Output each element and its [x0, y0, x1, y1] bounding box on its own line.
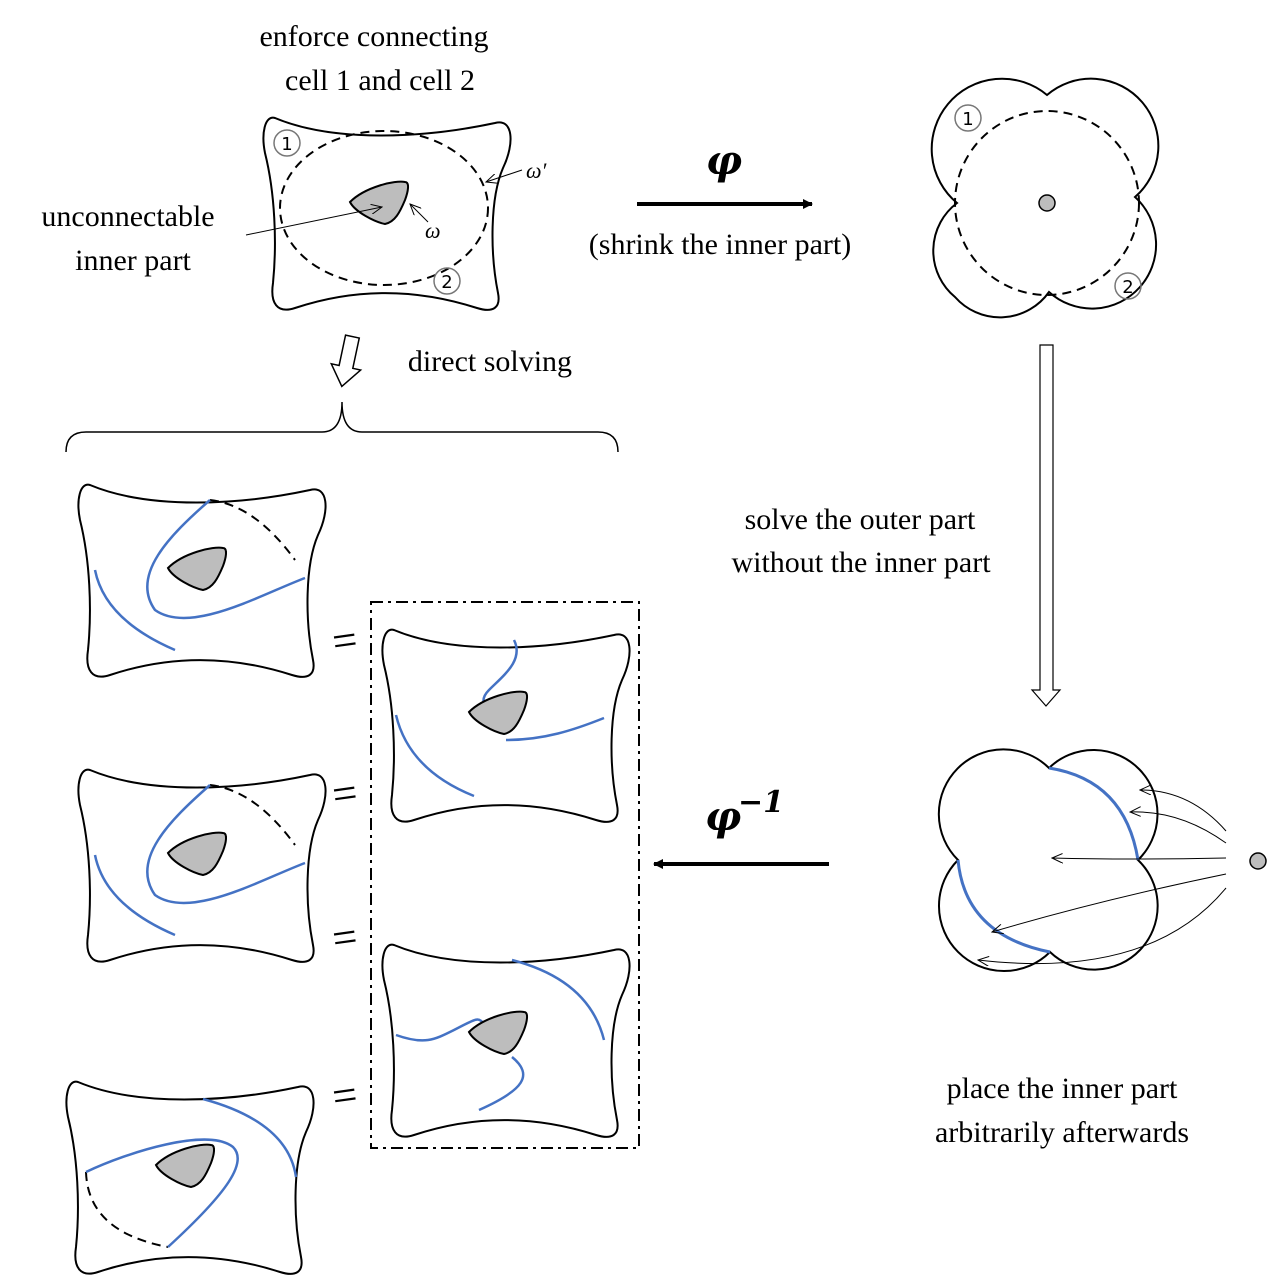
- placement-arrow-1: [1140, 790, 1227, 832]
- cell1-marker-icon: [273, 129, 301, 157]
- placement-arrow-5: [978, 887, 1227, 964]
- equals-sign-2: =: [329, 768, 360, 820]
- top-title-line1: enforce connecting: [259, 20, 488, 53]
- direct-solving-step: direct solving: [65, 334, 619, 453]
- top-left-panel: enforce connecting cell 1 and cell 2 1 2…: [41, 20, 548, 311]
- direct-solving-label: direct solving: [408, 345, 572, 378]
- phi-inverse-mapping-arrow: φ −1: [653, 785, 829, 869]
- equals-sign-4: =: [329, 1070, 360, 1122]
- solved-boundary-curve-lower: [956, 859, 1051, 954]
- solve-outer-line1: solve the outer part: [745, 503, 976, 536]
- equivalent-solutions-box: [370, 601, 640, 1149]
- equals-sign-3: =: [329, 912, 360, 964]
- shrunk-cell1-marker-icon: [954, 104, 982, 132]
- hollow-long-down-arrow-icon: [1030, 344, 1062, 707]
- equivalent-solution-1: [381, 628, 631, 823]
- top-right-panel: 1 2: [930, 77, 1160, 319]
- shrunk-cell2-marker-icon: [1114, 272, 1142, 300]
- shrunk-cell1-number: 1: [962, 109, 973, 130]
- solved-boundary-curve-upper: [1048, 766, 1140, 861]
- bottom-right-panel: place the inner part arbitrarily afterwa…: [935, 748, 1267, 1149]
- shrunk-dashed-region: [954, 110, 1140, 296]
- shrunk-inner-point: [1038, 194, 1056, 212]
- phi-symbol: φ: [706, 137, 742, 184]
- place-inner-line2: arbitrarily afterwards: [935, 1116, 1189, 1149]
- cell2-number: 2: [441, 272, 452, 293]
- equals-sign-1: =: [329, 615, 360, 667]
- omega-prime-pointer: [486, 169, 523, 182]
- cell1-number: 1: [281, 134, 292, 155]
- placement-arrow-3: [1052, 858, 1227, 859]
- cell2-marker-icon: [433, 267, 461, 295]
- solutions-brace: [65, 401, 619, 453]
- place-inner-line1: place the inner part: [947, 1072, 1178, 1105]
- placement-arrow-4: [992, 873, 1227, 932]
- solve-outer-step: solve the outer part without the inner p…: [731, 344, 1062, 707]
- phi-caption: (shrink the inner part): [589, 228, 851, 261]
- shrunk-cell2-number: 2: [1122, 277, 1133, 298]
- inner-label-line2: inner part: [75, 244, 191, 277]
- placement-arrow-2: [1130, 812, 1227, 844]
- hollow-down-arrow-icon: [329, 334, 363, 388]
- omega-pointer: [410, 204, 429, 223]
- placement-point: [1249, 852, 1267, 870]
- inner-label-pointer: [245, 207, 382, 236]
- inner-label-line1: unconnectable: [41, 200, 214, 233]
- direct-solution-2: [77, 768, 327, 963]
- phi-mapping-arrow: φ (shrink the inner part): [589, 137, 851, 261]
- phi-inverse-symbol: φ: [705, 793, 741, 840]
- omega-prime-dashed-region: [279, 130, 489, 286]
- inner-part-omega: [349, 180, 410, 225]
- omega-label: ω: [425, 218, 441, 243]
- direct-solution-3: [65, 1080, 315, 1275]
- phi-inverse-exponent: −1: [738, 785, 784, 820]
- solve-outer-line2: without the inner part: [731, 546, 991, 579]
- solved-domain-outline: [937, 748, 1159, 973]
- direct-solution-1: [77, 483, 327, 678]
- omega-prime-label: ω′: [526, 158, 548, 183]
- equivalent-solution-2: [381, 943, 631, 1138]
- top-title-line2: cell 1 and cell 2: [285, 64, 475, 97]
